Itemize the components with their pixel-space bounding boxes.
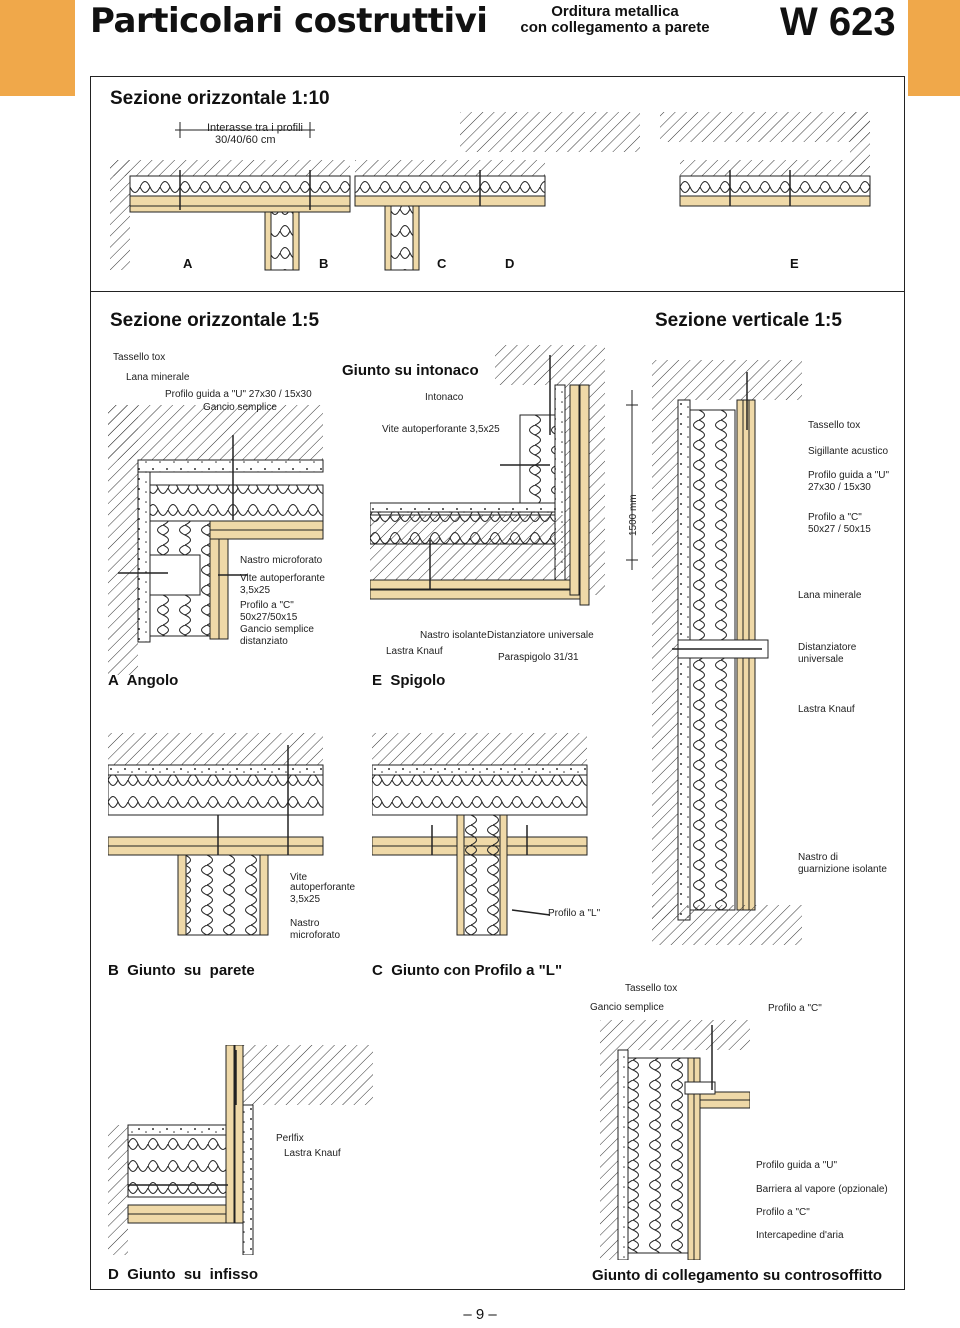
detail-b-caption-text: Giunto su parete	[127, 962, 255, 979]
subtitle-line-1: Orditura metallica	[551, 3, 679, 20]
detail-a-label-lana: Lana minerale	[126, 372, 190, 383]
detail-c-drawing	[372, 733, 588, 936]
vertical-label-profilo-guida-1: Profilo guida a "U"	[808, 470, 890, 481]
ceiling-label-barriera: Barriera al vapore (opzionale)	[756, 1184, 888, 1195]
page-subtitle: Orditura metallica con collegamento a pa…	[510, 4, 720, 36]
vertical-label-tassello: Tassello tox	[808, 420, 861, 431]
detail-letter-a: A	[183, 256, 193, 271]
vertical-label-distanziatore-2: universale	[798, 654, 844, 665]
detail-e-label-lastra: Lastra Knauf	[386, 646, 443, 657]
ceiling-label-profilo-c-top: Profilo a "C"	[768, 1003, 822, 1014]
section-divider	[90, 291, 905, 292]
detail-e-label-nastro-isolante: Nastro isolante	[420, 630, 487, 641]
ceiling-label-tassello: Tassello tox	[625, 983, 678, 994]
vertical-label-profilo-guida-2: 27x30 / 15x30	[808, 482, 871, 493]
spacing-label-line-2: 30/40/60 cm	[215, 134, 276, 146]
detail-a-label-nastro: Nastro microforato	[240, 555, 323, 566]
ceiling-label-intercapedine: Intercapedine d'aria	[756, 1230, 844, 1241]
vertical-label-profilo-c-2: 50x27 / 50x15	[808, 524, 871, 535]
detail-a-drawing	[108, 405, 324, 675]
detail-letter-b: B	[319, 256, 329, 271]
detail-a-caption: A Angolo	[108, 672, 178, 690]
detail-b-caption-letter: B	[108, 962, 119, 979]
detail-d-caption-letter: D	[108, 1266, 119, 1283]
vertical-label-nastro-1: Nastro di	[798, 852, 839, 863]
detail-c-label-profilo-l: Profilo a "L"	[548, 908, 601, 919]
vertical-dimension: 1500 mm	[628, 494, 639, 536]
detail-b-drawing	[108, 733, 324, 936]
detail-b-label-nastro-2: microforato	[290, 930, 341, 941]
ceiling-caption: Giunto di collegamento su controsoffitto	[592, 1267, 882, 1284]
detail-a-label-profilo-c-1: Profilo a "C"	[240, 600, 294, 611]
accent-tab-left	[0, 0, 75, 96]
detail-e-drawing	[370, 345, 605, 606]
vertical-section-drawing	[626, 360, 802, 945]
content-frame	[90, 76, 905, 1290]
detail-a-caption-text: Angolo	[126, 672, 179, 689]
section-heading-vertical-5: Sezione verticale 1:5	[655, 310, 842, 331]
detail-letter-c: C	[437, 256, 447, 271]
detail-b-label-vite-1: Vite	[290, 872, 308, 883]
vertical-label-profilo-c-1: Profilo a "C"	[808, 512, 862, 523]
detail-a-label-tassello: Tassello tox	[113, 352, 166, 363]
detail-a-caption-letter: A	[108, 672, 119, 689]
document-code: W 623	[780, 0, 896, 44]
detail-e-label-paraspigolo: Paraspigolo 31/31	[498, 652, 579, 663]
vertical-label-nastro-2: guarnizione isolante	[798, 864, 887, 875]
section-heading-horizontal-10: Sezione orizzontale 1:10	[110, 88, 330, 109]
detail-e-label-vite: Vite autoperforante 3,5x25	[382, 424, 500, 435]
detail-d-label-perlfix: Perlfix	[276, 1133, 304, 1144]
vertical-label-lastra: Lastra Knauf	[798, 704, 855, 715]
detail-b-caption: B Giunto su parete	[108, 962, 255, 980]
ceiling-label-gancio: Gancio semplice	[590, 1002, 664, 1013]
detail-letter-e: E	[790, 256, 799, 271]
accent-tab-right	[908, 0, 960, 96]
vertical-label-sigillante: Sigillante acustico	[808, 446, 889, 457]
detail-a-label-vite-1: Vite autoperforante	[240, 573, 325, 584]
spacing-label-line-1: Interasse tra i profili	[207, 122, 303, 134]
vertical-label-distanziatore-1: Distanziatore	[798, 642, 857, 653]
detail-c-caption: C Giunto con Profilo a "L"	[372, 962, 562, 980]
detail-e-label-intonaco: Intonaco	[425, 392, 464, 403]
detail-e-label-distanziatore: Distanziatore universale	[487, 630, 594, 641]
detail-c-caption-letter: C	[372, 962, 383, 979]
detail-b-label-vite-2: autoperforante	[290, 882, 356, 893]
detail-a-label-profilo-guida: Profilo guida a "U" 27x30 / 15x30	[165, 389, 312, 400]
ceiling-label-profilo-c: Profilo a "C"	[756, 1207, 810, 1218]
vertical-label-lana: Lana minerale	[798, 590, 862, 601]
detail-d-drawing	[108, 1045, 373, 1255]
detail-a-label-profilo-c-2: 50x27/50x15	[240, 612, 298, 623]
detail-d-caption-text: Giunto su infisso	[127, 1266, 259, 1283]
detail-e-caption-text: Spigolo	[390, 672, 446, 689]
detail-d-caption: D Giunto su infisso	[108, 1266, 258, 1284]
ceiling-label-profilo-guida: Profilo guida a "U"	[756, 1160, 838, 1171]
detail-e-caption: E Spigolo	[372, 672, 445, 690]
detail-e-heading: Giunto su intonaco	[342, 362, 479, 379]
page-number: – 9 –	[463, 1306, 497, 1323]
detail-letter-d: D	[505, 256, 515, 271]
detail-a-label-gancio: Gancio semplice	[203, 402, 277, 413]
detail-c-caption-text: Giunto con Profilo a "L"	[391, 962, 563, 979]
detail-d-label-lastra: Lastra Knauf	[284, 1148, 341, 1159]
detail-b-label-vite-3: 3,5x25	[290, 894, 321, 905]
page-title: Particolari costruttivi	[90, 1, 488, 41]
section-heading-horizontal-5: Sezione orizzontale 1:5	[110, 310, 320, 331]
detail-a-label-gancio-dist-1: Gancio semplice	[240, 624, 314, 635]
detail-a-label-vite-2: 3,5x25	[240, 585, 271, 596]
detail-a-label-gancio-dist-2: distanziato	[240, 636, 288, 647]
detail-e-caption-letter: E	[372, 672, 383, 689]
horizontal-section-1-10-drawing	[110, 112, 871, 271]
subtitle-line-2: con collegamento a parete	[520, 19, 710, 36]
detail-b-label-nastro-1: Nastro	[290, 918, 320, 929]
ceiling-joint-drawing	[600, 1020, 750, 1260]
